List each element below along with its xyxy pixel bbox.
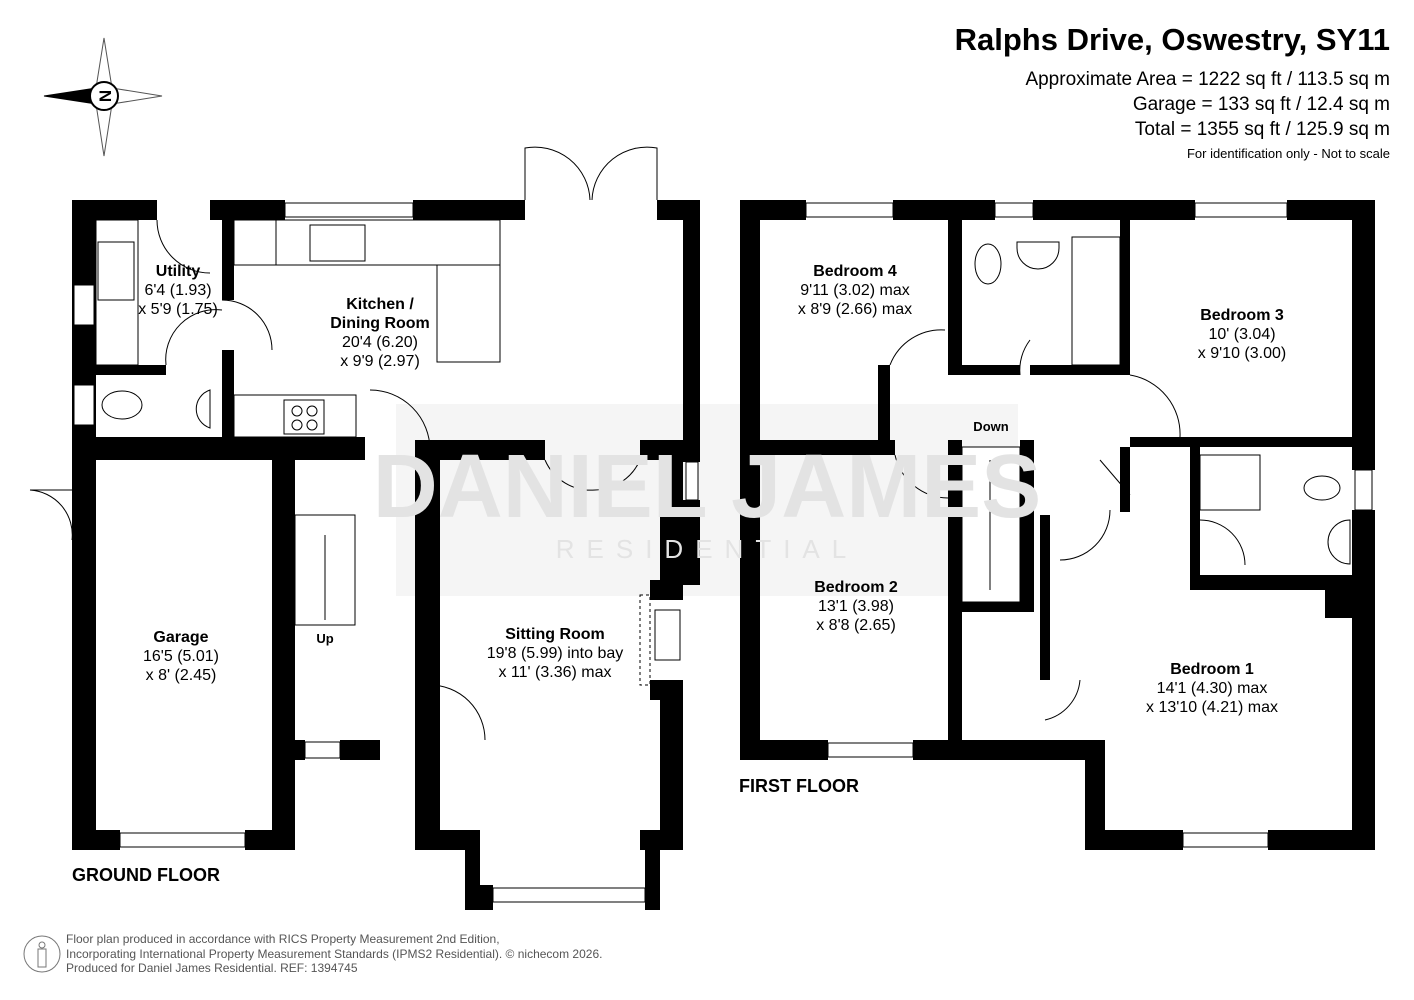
room-dim: 19'8 (5.99) into bay bbox=[486, 645, 624, 662]
total-area: Total = 1355 sq ft / 125.9 sq m bbox=[1134, 119, 1390, 140]
room-dim: 10' (3.04) bbox=[1208, 326, 1276, 343]
room-dim: x 8'8 (2.65) bbox=[816, 617, 896, 634]
room-dim: x 8' (2.45) bbox=[145, 667, 217, 684]
room-name: Garage bbox=[153, 629, 209, 646]
room-name: Sitting Room bbox=[505, 626, 605, 643]
compass-icon bbox=[43, 37, 163, 157]
garage-area: Garage = 133 sq ft / 12.4 sq m bbox=[1132, 94, 1390, 115]
room-dim: x 13'10 (4.21) max bbox=[1145, 699, 1279, 716]
watermark-box bbox=[396, 404, 1018, 596]
approx-area: Approximate Area = 1222 sq ft / 113.5 sq… bbox=[1025, 69, 1390, 90]
room-bedroom-4: Bedroom 4 9'11 (3.02) max x 8'9 (2.66) m… bbox=[798, 262, 912, 319]
room-dim: 13'1 (3.98) bbox=[817, 598, 894, 615]
room-sitting-room: Sitting Room 19'8 (5.99) into bay x 11' … bbox=[487, 625, 623, 682]
room-bedroom-3: Bedroom 3 10' (3.04) x 9'10 (3.00) bbox=[1198, 306, 1286, 363]
room-garage: Garage 16'5 (5.01) x 8' (2.45) bbox=[143, 628, 219, 685]
room-dim: x 9'10 (3.00) bbox=[1197, 345, 1287, 362]
room-name: Kitchen / bbox=[346, 296, 414, 313]
stairs-up-label: Up bbox=[316, 631, 334, 646]
room-dim: x 11' (3.36) max bbox=[498, 664, 612, 681]
footer-text: Floor plan produced in accordance with R… bbox=[66, 932, 602, 976]
first-floor-fixtures bbox=[805, 202, 1373, 848]
footer-line: Incorporating International Property Mea… bbox=[66, 946, 603, 961]
room-bedroom-1: Bedroom 1 14'1 (4.30) max x 13'10 (4.21)… bbox=[1146, 660, 1278, 717]
property-title: Ralphs Drive, Oswestry, SY11 bbox=[954, 22, 1390, 57]
scale-note: For identification only - Not to scale bbox=[1186, 146, 1390, 161]
watermark-text: DANIEL JAMES bbox=[372, 437, 1042, 537]
ground-floor-fixtures bbox=[29, 146, 699, 903]
room-dim: 16'5 (5.01) bbox=[143, 648, 219, 665]
first-floor-label: FIRST FLOOR bbox=[739, 776, 859, 796]
room-dim: x 8'9 (2.66) max bbox=[797, 301, 913, 318]
room-kitchen: Kitchen / Dining Room 20'4 (6.20) x 9'9 … bbox=[330, 295, 430, 371]
room-name: Bedroom 1 bbox=[1170, 661, 1254, 678]
room-dim: 9'11 (3.02) max bbox=[800, 282, 910, 299]
room-dim: x 9'9 (2.97) bbox=[340, 353, 420, 370]
footer-line: Produced for Daniel James Residential. R… bbox=[66, 961, 358, 975]
room-dim: 14'1 (4.30) max bbox=[1156, 680, 1268, 697]
ground-floor-walls bbox=[72, 200, 700, 910]
room-dim: 6'4 (1.93) bbox=[144, 282, 212, 299]
compass-n: N bbox=[96, 90, 115, 102]
room-name: Bedroom 2 bbox=[814, 579, 898, 596]
room-dim: 20'4 (6.20) bbox=[341, 334, 418, 351]
room-dim: x 5'9 (1.75) bbox=[138, 301, 218, 318]
area-summary: Approximate Area = 1222 sq ft / 113.5 sq… bbox=[1025, 67, 1390, 142]
room-utility: Utility 6'4 (1.93) x 5'9 (1.75) bbox=[138, 262, 218, 319]
room-name: Utility bbox=[155, 263, 201, 280]
room-name: Dining Room bbox=[330, 315, 430, 332]
person-icon bbox=[23, 935, 61, 973]
first-floor-walls bbox=[740, 200, 1375, 850]
stairs-down-label: Down bbox=[973, 419, 1009, 434]
watermark-subtext: RESIDENTIAL bbox=[555, 534, 859, 564]
footer-line: Floor plan produced in accordance with R… bbox=[66, 932, 500, 946]
room-name: Bedroom 4 bbox=[813, 263, 897, 280]
room-name: Bedroom 3 bbox=[1200, 307, 1284, 324]
ground-floor-label: GROUND FLOOR bbox=[72, 865, 220, 885]
room-bedroom-2: Bedroom 2 13'1 (3.98) x 8'8 (2.65) bbox=[814, 578, 898, 635]
